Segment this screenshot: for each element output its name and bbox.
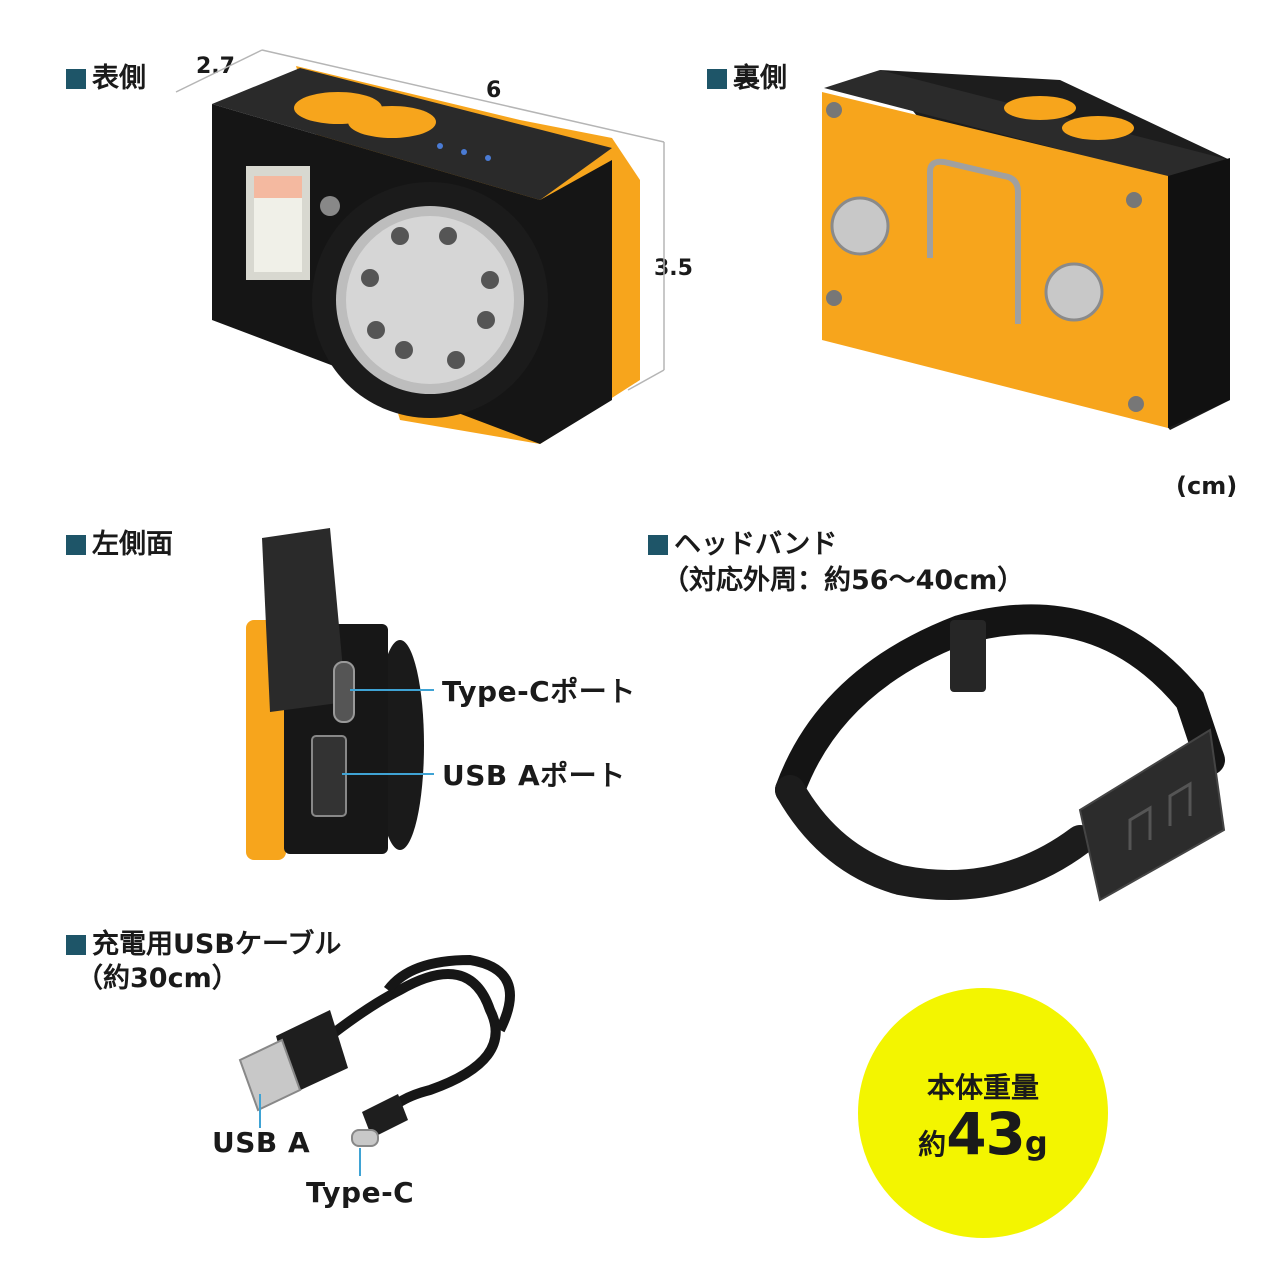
type-c-port-label: Type-Cポート <box>442 675 636 708</box>
weight-value: 約43g <box>858 1100 1108 1168</box>
headband-note: （対応外周：約56～40cm） <box>662 565 1025 596</box>
square-bullet-icon <box>66 69 86 89</box>
headband-title: ヘッドバンド <box>648 528 837 562</box>
weight-prefix: 約 <box>918 1128 947 1161</box>
front-title: 表側 <box>66 62 146 96</box>
back-title: 裏側 <box>707 62 787 96</box>
left-side-title: 左側面 <box>66 528 173 562</box>
cable-title: 充電用USBケーブル <box>66 928 341 962</box>
type-c-end-label: Type-C <box>306 1176 415 1209</box>
usb-a-port-label: USB Aポート <box>442 759 626 792</box>
weight-badge: 本体重量 約43g <box>858 988 1108 1238</box>
square-bullet-icon <box>66 535 86 555</box>
usb-a-end-label: USB A <box>212 1126 311 1159</box>
weight-unit: g <box>1024 1124 1048 1162</box>
square-bullet-icon <box>648 535 668 555</box>
square-bullet-icon <box>707 69 727 89</box>
weight-title: 本体重量 <box>926 1071 1039 1104</box>
unit-label: (cm) <box>1176 472 1238 500</box>
width-dimension: 6 <box>486 78 502 103</box>
cable-note: （約30cm） <box>76 963 239 994</box>
square-bullet-icon <box>66 935 86 955</box>
weight-number: 43 <box>946 1100 1026 1168</box>
height-dimension: 3.5 <box>654 256 693 281</box>
